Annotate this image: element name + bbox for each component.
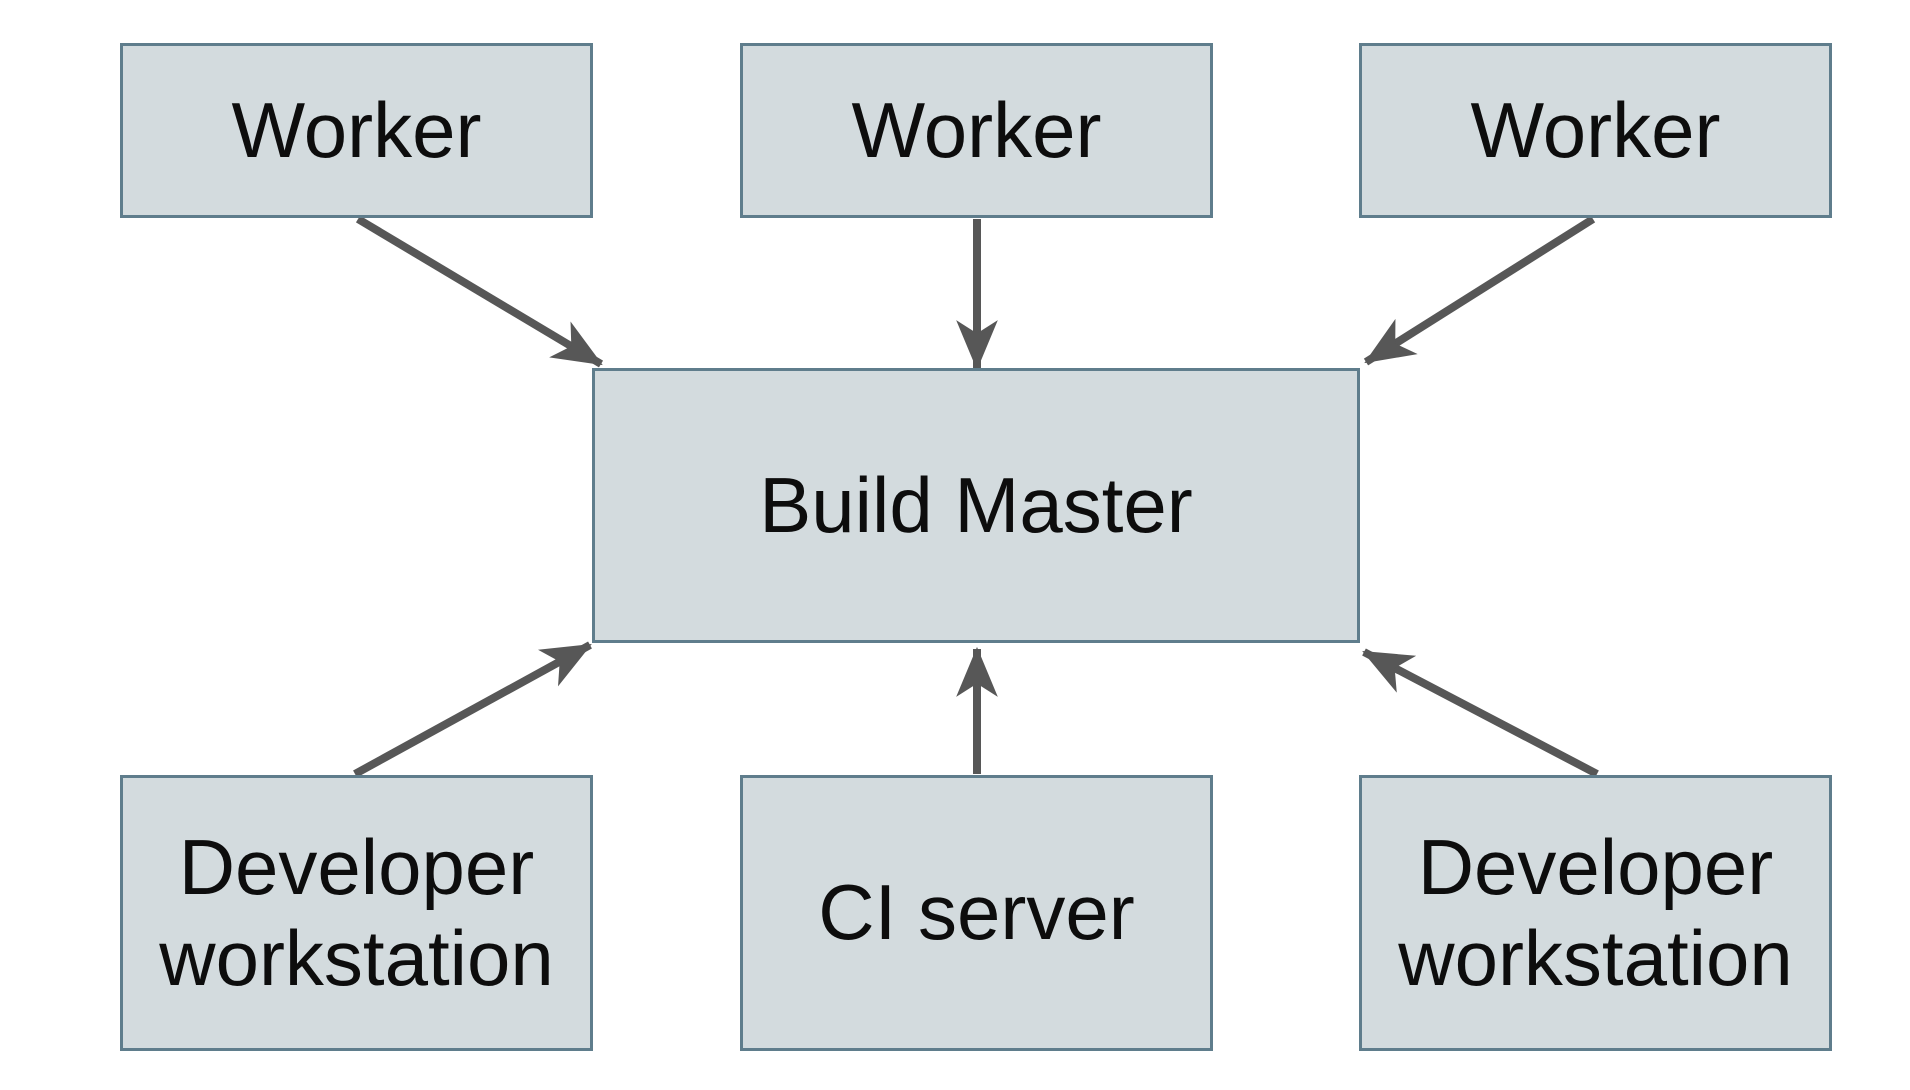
node-developer-workstation-1: Developer workstation (120, 775, 593, 1051)
arrow-developer-workstation-2-to-build-master-icon (1362, 648, 1599, 778)
node-ci-server: CI server (740, 775, 1213, 1051)
node-worker-1-label: Worker (231, 85, 482, 174)
arrow-worker-3-to-build-master-icon (1363, 215, 1596, 366)
node-worker-2: Worker (740, 43, 1213, 218)
node-worker-1: Worker (120, 43, 593, 218)
node-build-master-label: Build Master (759, 460, 1193, 549)
node-worker-3: Worker (1359, 43, 1832, 218)
node-worker-2-label: Worker (851, 85, 1102, 174)
node-developer-workstation-1-label: Developer workstation (159, 822, 554, 1002)
arrow-worker-1-to-build-master-icon (355, 215, 604, 368)
node-build-master: Build Master (592, 368, 1360, 643)
node-worker-3-label: Worker (1470, 85, 1721, 174)
node-ci-server-label: CI server (818, 868, 1135, 957)
node-developer-workstation-2: Developer workstation (1359, 775, 1832, 1051)
arrow-developer-workstation-1-to-build-master-icon (353, 641, 592, 778)
node-developer-workstation-2-label: Developer workstation (1398, 822, 1793, 1002)
